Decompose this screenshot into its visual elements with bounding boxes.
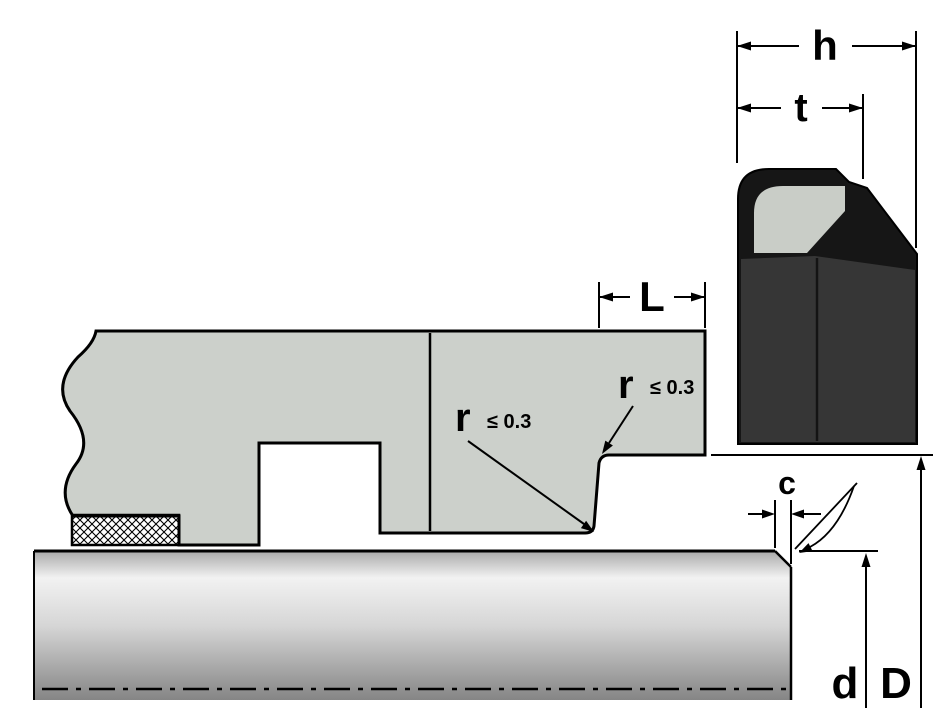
t-arrow-right — [849, 103, 863, 113]
D-arrow — [916, 456, 926, 470]
chamfer-angle-indicator — [794, 482, 858, 553]
d-arrow — [861, 553, 871, 567]
dimension-L: L — [598, 273, 706, 328]
L-arrow-left — [599, 292, 613, 302]
r-lower-arrow — [580, 520, 594, 532]
chamfer-angle-arc — [809, 485, 855, 548]
r-upper-leader — [608, 405, 634, 444]
t-arrow-left — [737, 103, 751, 113]
shaft — [33, 549, 793, 700]
crosshatch-seal-element — [70, 513, 181, 547]
r-lower-tolerance: ≤ 0.3 — [487, 411, 531, 433]
r-upper-label: r — [618, 363, 634, 407]
r-lower-label: r — [455, 396, 471, 440]
h-arrow-right — [902, 41, 916, 51]
t-label: t — [794, 86, 807, 130]
dimension-c: c — [748, 465, 821, 564]
D-label: D — [880, 659, 912, 708]
c-arrow-right — [791, 509, 804, 519]
radius-callout-upper: r ≤ 0.3 — [602, 363, 694, 454]
radius-callout-lower: r ≤ 0.3 — [455, 396, 594, 532]
c-label: c — [778, 465, 796, 501]
seal-insert — [754, 186, 845, 253]
L-arrow-right — [691, 292, 705, 302]
h-arrow-left — [737, 41, 751, 51]
housing-outline — [61, 329, 707, 547]
dimension-h: h — [736, 22, 917, 248]
seal-body-core — [741, 256, 915, 442]
r-upper-arrow — [602, 440, 613, 454]
L-label: L — [639, 273, 665, 320]
dimension-D-bore: D — [711, 454, 933, 708]
dimension-t: t — [737, 86, 864, 179]
r-upper-tolerance: ≤ 0.3 — [650, 377, 694, 399]
chamfer-angle-ray — [794, 482, 858, 550]
shaft-body — [34, 551, 791, 700]
h-label: h — [812, 22, 838, 69]
d-label: d — [832, 659, 859, 708]
shaft-chamfer-edge — [774, 550, 792, 568]
r-lower-leader — [467, 440, 585, 525]
seal-cross-section — [737, 168, 918, 445]
housing — [61, 329, 707, 547]
c-arrow-left — [762, 509, 775, 519]
dimension-d: d — [799, 550, 878, 708]
